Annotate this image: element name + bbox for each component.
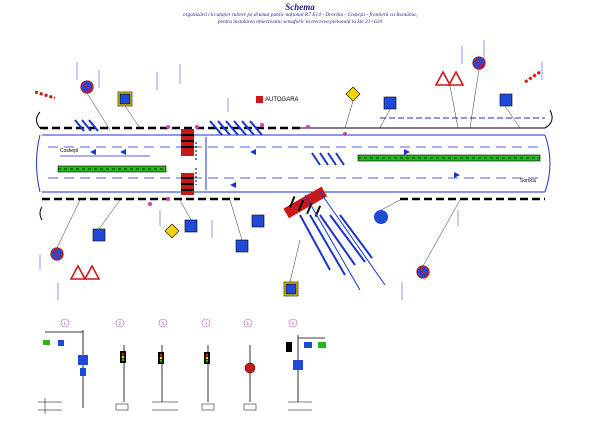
hatched-islands	[74, 119, 345, 166]
detail-number-3: 3	[162, 321, 165, 326]
detail-3	[152, 318, 178, 411]
detail-5	[243, 318, 257, 411]
south-service-lane	[39, 197, 545, 221]
sign-blue-2	[383, 96, 397, 110]
sign-blue-3	[499, 93, 513, 107]
detail-number-6: 6	[292, 321, 295, 326]
north-service-lane	[36, 109, 553, 130]
sign-blue-5	[184, 219, 198, 233]
detail-panel: 1 2 3 4 5 6	[38, 318, 326, 414]
priority-road-signs	[164, 86, 361, 239]
detail-number-2: 2	[119, 321, 122, 326]
scheme-subtitle-line-2: pentru instalarea obiectivului semaforic…	[217, 18, 383, 25]
barrier-markers	[34, 70, 541, 100]
warning-triangles	[69, 70, 465, 280]
label-autogara: AUTOGARA	[265, 97, 299, 103]
scheme-title: Schema	[285, 2, 315, 12]
bus-station-marker	[256, 96, 263, 103]
blue-signs	[92, 91, 513, 297]
pedestrian-crossing-main	[181, 129, 194, 195]
leader-lines	[56, 68, 521, 283]
title-block: Schema organizării circulației rutiere p…	[130, 2, 470, 25]
pedestrian-crossing-diagonal	[283, 186, 328, 219]
sign-blue-7	[251, 214, 265, 228]
stop-markings	[195, 137, 207, 190]
turn-right-sign	[374, 210, 388, 224]
west-road-end	[36, 134, 41, 193]
label-costesti: Costești	[60, 148, 78, 154]
detail-6	[286, 318, 326, 411]
scheme-subtitle-line-1: organizării circulației rutiere pe drumu…	[182, 12, 418, 18]
detail-number-4: 4	[205, 321, 208, 326]
annotation-ticks	[39, 40, 543, 300]
detail-1	[38, 318, 88, 414]
lane-arrows	[90, 149, 460, 188]
sign-blue-4	[92, 228, 106, 242]
sign-blue-6	[235, 239, 249, 253]
traffic-light-poles	[148, 123, 347, 206]
road-edges	[36, 134, 551, 193]
detail-2	[115, 318, 129, 411]
side-road-south	[299, 191, 386, 291]
detail-number-1: 1	[64, 321, 67, 326]
detail-number-5: 5	[247, 321, 250, 326]
no-parking-signs	[50, 56, 486, 279]
median-dash-overlay	[58, 157, 540, 170]
detail-4	[201, 318, 215, 411]
label-soroca: Soroca	[520, 178, 536, 184]
east-road-end	[544, 134, 551, 193]
